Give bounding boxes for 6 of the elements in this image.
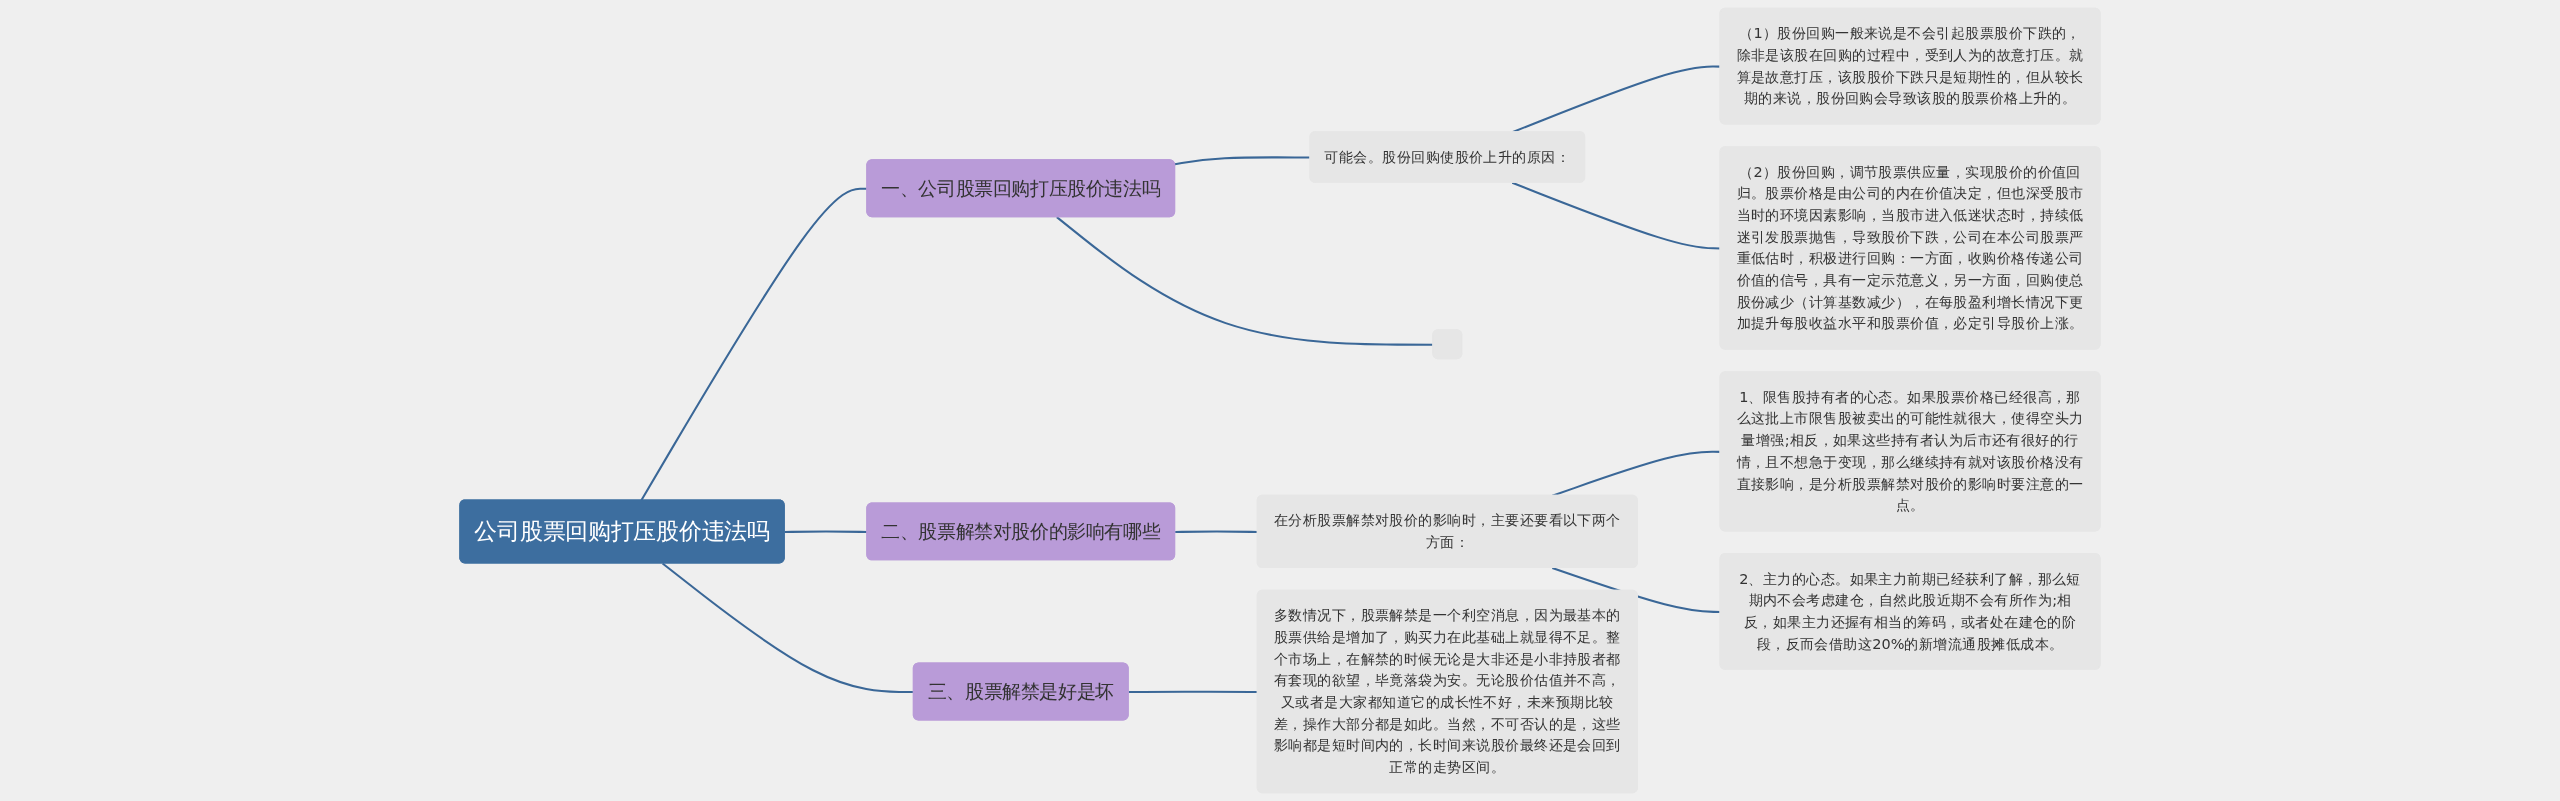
connector [661,562,914,694]
connector [1128,690,1258,694]
connector [1552,567,1721,613]
connector [1511,181,1721,250]
connector [1552,450,1721,497]
connector [1175,530,1258,533]
